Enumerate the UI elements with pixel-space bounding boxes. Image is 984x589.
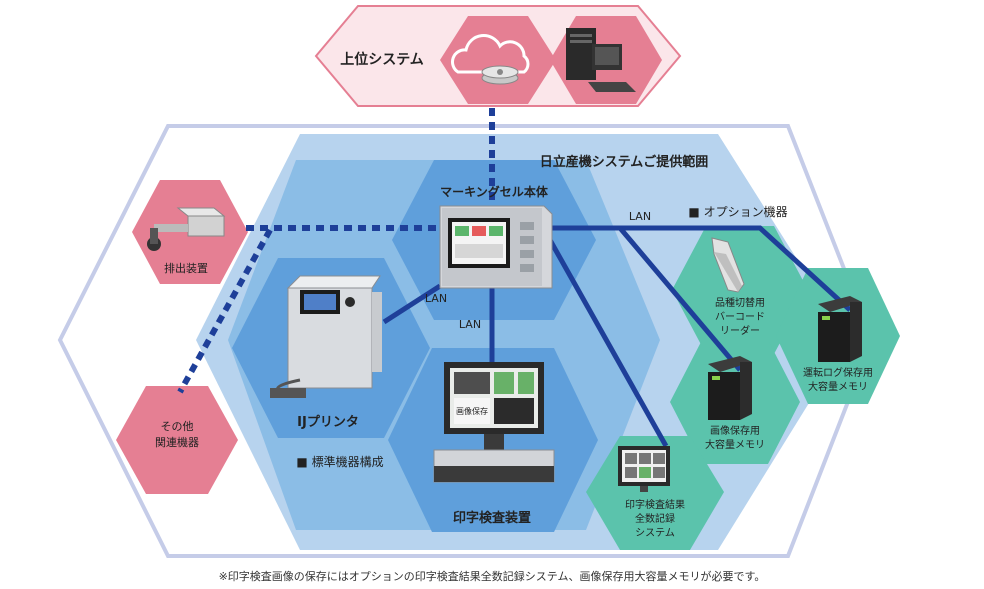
record-system-device <box>618 446 670 492</box>
lan-label-printer: LAN <box>425 292 447 305</box>
ij-printer-device <box>270 275 382 398</box>
scope-title: 日立産機システムご提供範囲 <box>540 154 709 170</box>
image-memory-label-2: 大容量メモリ <box>705 438 765 451</box>
lan-label-inspection: LAN <box>459 318 481 331</box>
lan-links <box>382 225 852 448</box>
lan-label-options: LAN <box>629 210 651 223</box>
other-devices-hexagon <box>116 386 238 494</box>
image-memory-device <box>708 356 752 420</box>
upper-system-label: 上位システム <box>340 51 424 68</box>
print-inspection-device: 画像保存 <box>433 362 555 483</box>
discharge-label: 排出装置 <box>164 261 208 275</box>
barcode-reader-device <box>711 237 745 293</box>
cloud-icon <box>451 34 530 85</box>
record-system-label-1: 印字検査結果 <box>625 498 685 511</box>
barcode-label-2: バーコード <box>715 311 765 323</box>
barcode-label-1: 品種切替用 <box>715 296 765 309</box>
barcode-label-3: リーダー <box>720 324 760 337</box>
print-inspection-label: 印字検査装置 <box>453 510 531 526</box>
record-system-label-3: システム <box>635 527 675 539</box>
log-memory-label-2: 大容量メモリ <box>808 380 868 393</box>
record-system-label-2: 全数記録 <box>635 512 675 525</box>
other-devices-label-2: 関連機器 <box>155 435 199 449</box>
log-memory-label-1: 運転ログ保存用 <box>803 366 873 379</box>
log-memory-device <box>818 296 862 362</box>
ij-printer-label: IJプリンタ <box>297 415 359 430</box>
other-devices-label-1: その他 <box>161 420 194 433</box>
cloud-hexagon <box>440 16 556 104</box>
discharge-device <box>147 207 226 251</box>
marking-cell-device <box>439 205 553 289</box>
marking-cell-label: マーキングセル本体 <box>440 184 549 199</box>
image-memory-label-1: 画像保存用 <box>710 424 760 437</box>
server-icon <box>566 28 636 92</box>
dashed-link-other <box>177 228 273 394</box>
inspection-screen-text: 画像保存 <box>456 406 488 416</box>
footnote: ※印字検査画像の保存にはオプションの印字検査結果全数記録システム、画像保存用大容… <box>218 570 766 583</box>
standard-config-label: ■ 標準機器構成 <box>296 454 383 469</box>
option-devices-label: ■ オプション機器 <box>688 204 787 219</box>
